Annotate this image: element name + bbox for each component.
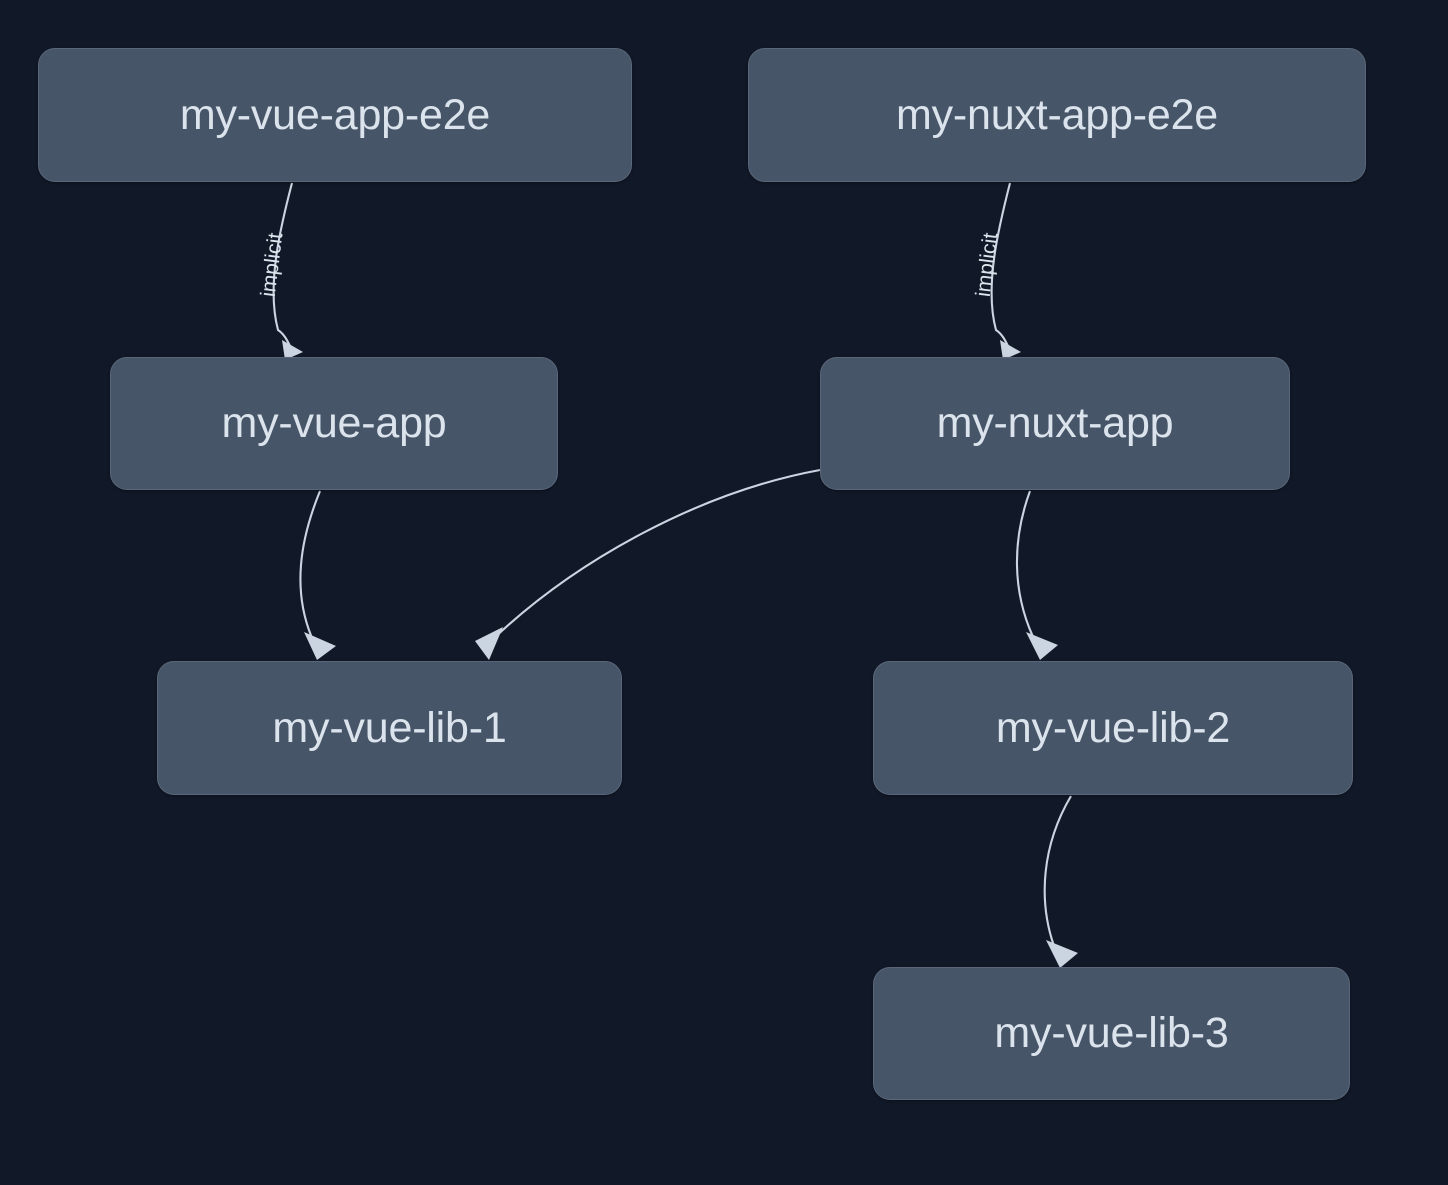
graph-edge[interactable] [1043, 795, 1078, 968]
graph-edge[interactable]: implicit [257, 182, 303, 360]
graph-node-my-vue-lib-1[interactable]: my-vue-lib-1 [157, 661, 622, 795]
edge-label: implicit [257, 231, 288, 298]
edge-line [1015, 490, 1035, 640]
edge-arrowhead-icon [282, 340, 303, 360]
edge-line [299, 490, 321, 639]
graph-node-label: my-vue-lib-2 [995, 703, 1231, 752]
graph-node-label: my-nuxt-app [936, 399, 1174, 447]
graph-edge[interactable]: implicit [972, 182, 1021, 360]
edge-line [1043, 795, 1072, 947]
graph-node-my-vue-app-e2e[interactable]: my-vue-app-e2e [38, 48, 632, 182]
graph-edge[interactable] [299, 490, 336, 660]
graph-node-label: my-nuxt-app-e2e [895, 90, 1219, 139]
graph-node-my-vue-lib-2[interactable]: my-vue-lib-2 [873, 661, 1353, 795]
edge-line [272, 182, 294, 347]
edge-arrowhead-icon [304, 632, 336, 660]
graph-node-my-vue-lib-3[interactable]: my-vue-lib-3 [873, 967, 1350, 1100]
graph-edge[interactable] [475, 468, 821, 660]
graph-node-my-vue-app[interactable]: my-vue-app [110, 357, 558, 490]
edge-arrowhead-icon [475, 627, 503, 660]
edge-line [990, 182, 1012, 347]
graph-node-label: my-vue-lib-3 [994, 1009, 1229, 1057]
edge-line [491, 468, 821, 641]
graph-node-label: my-vue-lib-1 [272, 703, 507, 752]
graph-node-my-nuxt-app-e2e[interactable]: my-nuxt-app-e2e [748, 48, 1366, 182]
graph-node-label: my-vue-app-e2e [179, 90, 491, 139]
edges-group: implicit implicit [257, 182, 1078, 968]
edge-arrowhead-icon [1026, 632, 1058, 660]
edge-arrowhead-icon [1046, 940, 1078, 968]
edge-label: implicit [972, 231, 1003, 298]
graph-node-label: my-vue-app [221, 399, 447, 447]
graph-node-my-nuxt-app[interactable]: my-nuxt-app [820, 357, 1290, 490]
graph-edge[interactable] [1015, 490, 1058, 660]
edge-arrowhead-icon [1000, 340, 1021, 360]
